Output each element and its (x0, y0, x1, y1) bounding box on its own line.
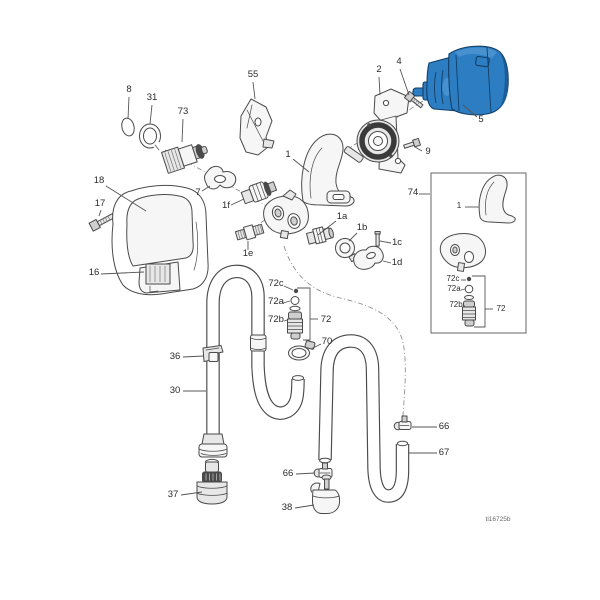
leader-lines (98, 68, 493, 509)
drain-valve-stub (279, 230, 289, 240)
barb-fitting-72b (287, 311, 303, 340)
oring-72a (290, 296, 300, 305)
valve-cap-1b (335, 238, 358, 263)
drain-hose-assembly (318, 334, 410, 503)
callout-74: 74 (408, 187, 419, 198)
callout-1b: 1b (357, 222, 368, 233)
c-ring-31 (139, 123, 165, 153)
pin-1c (374, 231, 381, 247)
hose-clamp-70 (288, 340, 316, 361)
bracket-55 (239, 98, 275, 156)
screw-17 (88, 213, 115, 232)
prime-valve-1a (306, 226, 334, 245)
inlet-fitting-1e (234, 223, 265, 241)
retaining-ring-8 (121, 117, 135, 137)
callout-72: 72 (321, 314, 332, 325)
callout-1f: 1f (222, 200, 230, 211)
callout-72: 72 (497, 304, 506, 313)
callout-72c: 72c (447, 274, 460, 283)
callout-72a: 72a (447, 284, 461, 293)
inset-kit-72-bracket (472, 275, 486, 328)
handle-stand-1 (301, 133, 355, 207)
ball-72c (293, 288, 299, 294)
callout-1: 1 (457, 201, 462, 210)
drain-hose-route-line (283, 245, 406, 417)
drain-hose-outline (318, 334, 410, 503)
drain-hose-end-right (396, 440, 409, 447)
callout-72c: 72c (268, 278, 284, 289)
lever-7 (204, 165, 237, 190)
clutch-rotor (343, 119, 400, 163)
callout-1c: 1c (392, 237, 402, 248)
callout-66: 66 (283, 468, 294, 479)
pump-manifold-1 (263, 189, 309, 240)
armature-73 (161, 144, 208, 174)
suction-tube-assembly (206, 264, 305, 434)
inset-pump-body (439, 233, 486, 272)
callout-9: 9 (425, 146, 430, 157)
callout-67: 67 (439, 447, 450, 458)
drain-hose-end-left (319, 457, 331, 464)
callout-36: 36 (170, 351, 181, 362)
callout-8: 8 (126, 84, 131, 95)
inlet-valve-kit-72 (287, 288, 303, 340)
callout-1: 1 (285, 149, 290, 160)
callout-72b: 72b (268, 314, 284, 325)
callout-38: 38 (282, 502, 293, 513)
suction-tube-fill (207, 265, 304, 434)
washer (289, 305, 301, 312)
inset-box-74 (430, 172, 527, 334)
hose-sleeve (250, 334, 267, 352)
callout-4: 4 (396, 56, 401, 67)
inlet-strainer-37 (196, 458, 228, 505)
callout-1e: 1e (243, 248, 254, 259)
kit-72-bracket (297, 287, 311, 341)
callout-2: 2 (376, 64, 381, 75)
callout-66: 66 (439, 421, 450, 432)
motor-axis-line (350, 100, 424, 148)
callout-1d: 1d (392, 257, 403, 268)
screw-9 (403, 137, 421, 149)
callout-72a: 72a (268, 296, 285, 307)
inset-handle-1 (478, 174, 516, 224)
callout-37: 37 (168, 489, 179, 500)
callout-31: 31 (147, 92, 158, 103)
suction-hose-open-end (291, 375, 305, 381)
pail-hook-38 (310, 474, 341, 514)
cam-lever-1d (353, 245, 384, 270)
drain-hose-fill (319, 335, 409, 502)
callout-72b: 72b (449, 300, 463, 309)
hose-clip-66-right (393, 415, 412, 431)
callout-73: 73 (178, 106, 189, 117)
drawing-id-text: ti16725b (486, 516, 511, 523)
callout-17: 17 (95, 198, 106, 209)
inset-valve-kit-72 (462, 276, 476, 327)
motor-housing-5 (412, 45, 509, 116)
screw-4 (403, 90, 424, 109)
callout-5: 5 (478, 114, 483, 125)
id-label-16 (145, 263, 171, 293)
tube-coupler (198, 433, 228, 458)
coupler-1f (240, 181, 278, 205)
callout-18: 18 (94, 175, 105, 186)
callout-30: 30 (170, 385, 181, 396)
callout-7: 7 (195, 187, 200, 198)
callout-70: 70 (322, 336, 333, 347)
callout-55: 55 (248, 69, 259, 80)
tube-clip-36 (202, 345, 224, 362)
callout-16: 16 (89, 267, 100, 278)
callout-1a: 1a (337, 211, 348, 222)
motor-shroud-18 (111, 184, 209, 296)
